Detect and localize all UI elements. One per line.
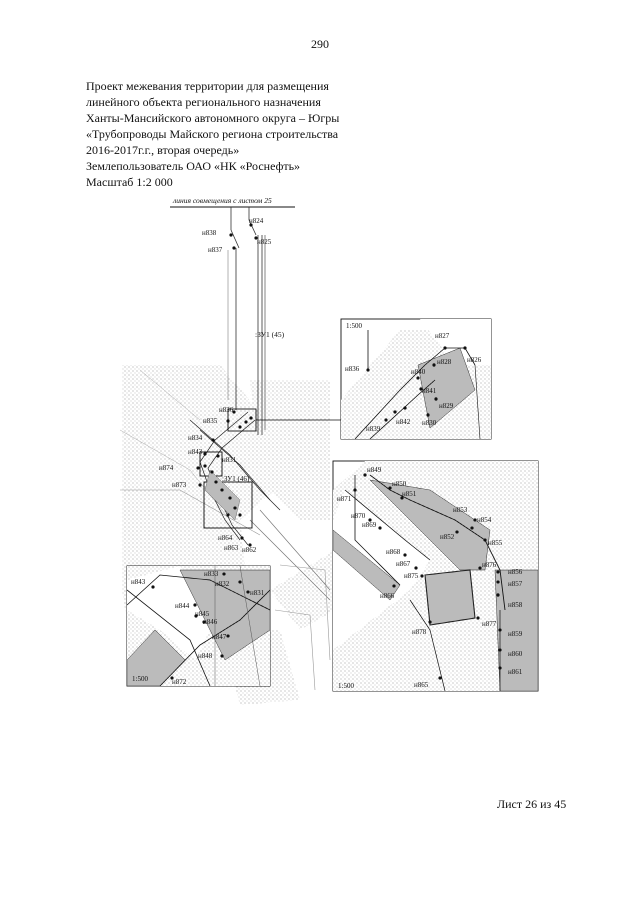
point-label: н860 xyxy=(508,650,523,658)
main-zone-box-lower xyxy=(203,481,253,529)
point-label: н878 xyxy=(412,628,427,636)
point-label: н825 xyxy=(257,238,272,246)
point-label: н848 xyxy=(198,652,213,660)
zu-label: :ЗУ1 (46) xyxy=(222,475,250,483)
inset-scale: 1:500 xyxy=(338,682,354,690)
point-label: н851 xyxy=(402,490,417,498)
point-label: н856 xyxy=(508,568,523,576)
inset-right: 1:500 xyxy=(332,460,539,692)
title-line: «Трубопроводы Майского региона строитель… xyxy=(86,127,339,141)
point-label: н831 xyxy=(250,589,265,597)
point-label: н872 xyxy=(172,678,187,686)
point-label: н862 xyxy=(242,546,257,554)
land-user-line: Землепользователь ОАО «НК «Роснефть» xyxy=(86,159,301,173)
title-line: Ханты-Мансийского автономного округа – Ю… xyxy=(86,111,340,125)
point-label: н834 xyxy=(188,434,203,442)
survey-map: линия совмещения с листом 25 xyxy=(100,190,560,710)
point-label: н853 xyxy=(453,506,468,514)
inset-scale: 1:500 xyxy=(346,322,362,330)
point-label: н866 xyxy=(380,592,395,600)
point-label: н861 xyxy=(508,668,523,676)
point-label: н852 xyxy=(440,533,455,541)
point-label: н869 xyxy=(362,521,377,529)
point-label: н843 xyxy=(188,448,203,456)
scale-line: Масштаб 1:2 000 xyxy=(86,175,173,189)
pipeline-corridor xyxy=(227,207,266,435)
point-label: н871 xyxy=(337,495,352,503)
match-line-label: линия совмещения с листом 25 xyxy=(172,196,272,205)
point-label: н865 xyxy=(414,681,429,689)
point-label: н840 xyxy=(411,368,426,376)
point-label: н876 xyxy=(482,561,497,569)
main-point-labels: н838 н837 н824 н825 н836 н835 н834 н843 … xyxy=(159,217,285,554)
point-label: н864 xyxy=(218,534,233,542)
survey-map-drawing: линия совмещения с листом 25 xyxy=(119,196,539,705)
point-label: н859 xyxy=(508,630,523,638)
point-label: н824 xyxy=(249,217,264,225)
point-label: н831 xyxy=(222,456,237,464)
point-label: н844 xyxy=(175,602,190,610)
main-point-markers xyxy=(196,223,258,547)
point-label: н854 xyxy=(477,516,492,524)
point-label: н836 xyxy=(219,406,234,414)
title-block: Проект межевания территории для размещен… xyxy=(86,78,406,190)
point-label: н863 xyxy=(224,544,239,552)
zu-label: :ЗУ1 (45) xyxy=(255,330,285,339)
point-label: н828 xyxy=(437,358,452,366)
point-label: н858 xyxy=(508,601,523,609)
point-label: н873 xyxy=(172,481,187,489)
point-label: н829 xyxy=(439,402,454,410)
title-line: линейного объекта регионального назначен… xyxy=(86,95,321,109)
point-label: н855 xyxy=(488,539,503,547)
point-label: н837 xyxy=(208,246,223,254)
point-label: н842 xyxy=(396,418,411,426)
point-label: н874 xyxy=(159,464,174,472)
point-label: н868 xyxy=(386,548,401,556)
point-label: н877 xyxy=(482,620,497,628)
point-label: н836 xyxy=(345,365,360,373)
page-number: 290 xyxy=(311,37,329,51)
point-label: н830 xyxy=(422,419,437,427)
point-label: н833 xyxy=(204,570,219,578)
point-label: н835 xyxy=(203,417,218,425)
point-label: н843 xyxy=(131,578,146,586)
point-label: н847 xyxy=(212,633,227,641)
sheet-number: Лист 26 из 45 xyxy=(497,797,567,811)
point-label: н850 xyxy=(392,480,407,488)
point-label: н827 xyxy=(435,332,450,340)
point-label: н845 xyxy=(195,610,210,618)
point-label: н875 xyxy=(404,572,419,580)
point-label: н838 xyxy=(202,229,217,237)
title-line: 2016-2017г.г., вторая очередь» xyxy=(86,143,240,157)
point-label: н870 xyxy=(351,512,366,520)
point-label: н839 xyxy=(366,425,381,433)
point-label: н826 xyxy=(467,356,482,364)
inset-scale: 1:500 xyxy=(132,675,148,683)
point-label: н846 xyxy=(203,618,218,626)
point-label: н867 xyxy=(396,560,411,568)
point-label: н841 xyxy=(422,387,437,395)
inset-top: 1:500 н827 н826 н828 н836 н840 н841 н829 xyxy=(340,318,492,440)
inset-left: 1:500 н833 н832 н843 н831 н844 н845 н846… xyxy=(126,565,271,687)
point-label: н832 xyxy=(215,580,230,588)
title-line: Проект межевания территории для размещен… xyxy=(86,79,329,93)
point-label: н857 xyxy=(508,580,523,588)
point-label: н849 xyxy=(367,466,382,474)
